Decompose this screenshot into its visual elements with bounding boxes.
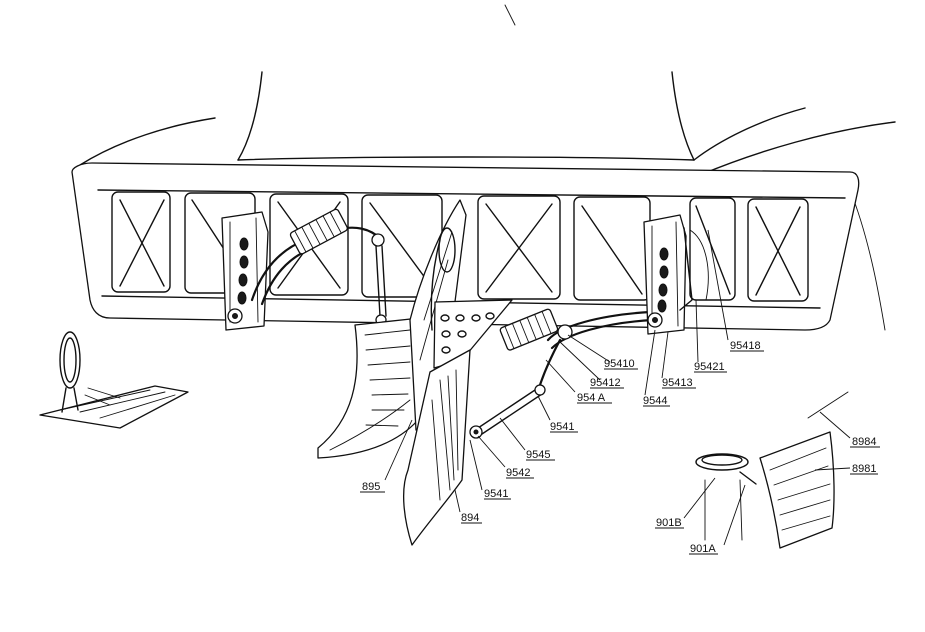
rudder-fin-left (317, 317, 421, 459)
detail-ring-plate (39, 331, 189, 429)
right-pedal-assembly (469, 308, 654, 439)
callout-901A: 901A (690, 543, 716, 555)
fuselage-outline (79, 4, 896, 331)
callout-95412: 95412 (590, 377, 621, 389)
callout-95421: 95421 (694, 361, 725, 373)
leader-lines (384, 229, 851, 546)
callout-8981: 8981 (852, 463, 876, 475)
detail-clamp-ring (695, 453, 757, 541)
callout-95413: 95413 (662, 377, 693, 389)
callout-9541-lower: 9541 (484, 488, 508, 500)
rudder-lower-fin (403, 349, 471, 546)
callout-9542: 9542 (506, 467, 530, 479)
callout-8984: 8984 (852, 436, 876, 448)
callout-95418: 95418 (730, 340, 761, 352)
callout-9545: 9545 (526, 449, 550, 461)
callout-954A: 954 A (577, 392, 606, 404)
left-pedal-bracket (221, 211, 269, 331)
callout-894: 894 (461, 512, 479, 524)
callout-895: 895 (362, 481, 380, 493)
detail-shaded-panel (759, 391, 849, 549)
callout-9541-upper: 9541 (550, 421, 574, 433)
callout-labels: 95410 95412 954 A 9541 9545 9542 9541 89… (360, 340, 880, 555)
left-pedal-assembly (250, 208, 387, 326)
callout-9544: 9544 (643, 395, 667, 407)
triangular-plate (433, 299, 513, 369)
right-pedal-bracket (643, 214, 709, 335)
callout-95410: 95410 (604, 358, 635, 370)
callout-901B: 901B (656, 517, 682, 529)
